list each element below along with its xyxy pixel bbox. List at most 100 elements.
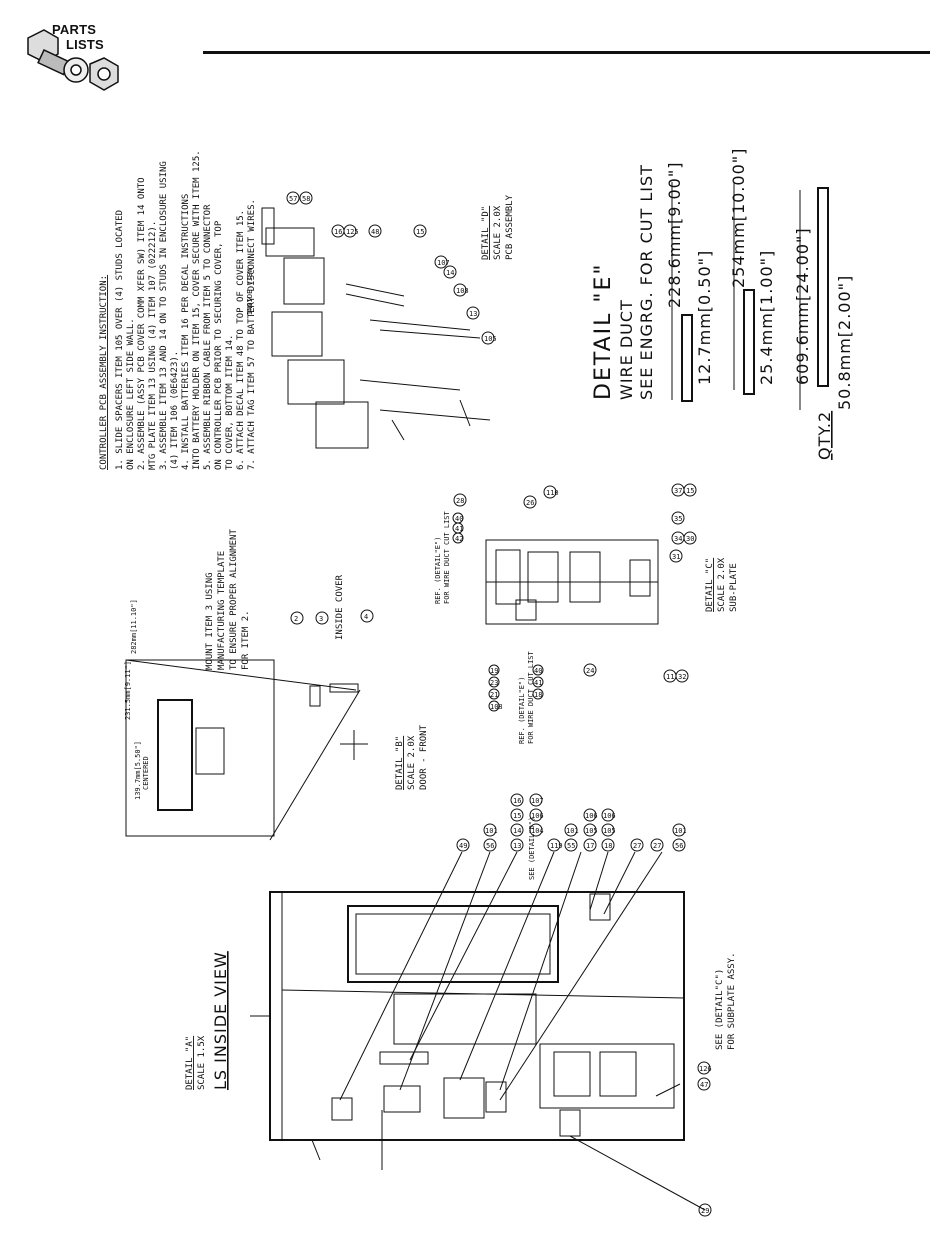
- duct-dim-3: 254mm[10.00"]: [729, 148, 748, 288]
- detail-b-drawing: 2 3 4 231.5mm[9.11"] 282mm[11.10"] 139.7…: [124, 529, 429, 841]
- instruction-line: 2. ASSEMBLE (ASSY PCB COVER COMM XFER SW…: [137, 177, 147, 470]
- callout: 13: [513, 842, 521, 850]
- bolt-washer-nut-icon: [27, 29, 119, 91]
- instruction-line: 3. ASSEMBLE ITEM 13 AND 14 ON TO STUDS I…: [159, 161, 169, 470]
- instruction-line: 5. ASSEMBLE RIBBON CABLE FROM ITEM 5 TO …: [203, 204, 213, 470]
- callout: 107: [437, 259, 450, 267]
- callout: 105: [484, 335, 497, 343]
- note-line: MANUFACTURING TEMPLATE: [217, 551, 227, 670]
- inside-view-label: INSIDE VIEW: [246, 268, 254, 315]
- see-detail-c: SEE (DETAIL"C") FOR SUBPLATE ASSY.: [715, 952, 737, 1050]
- callout: 16: [334, 228, 342, 236]
- badge-line-2: LISTS: [66, 37, 104, 52]
- ref-text: REF. (DETAIL"E"): [518, 677, 526, 744]
- detail-e-sub1: WIRE DUCT: [617, 299, 636, 400]
- detail-c-label: DETAIL "C" SCALE 2.0X SUB-PLATE: [705, 557, 739, 612]
- duct-dim-2: 12.7mm[0.50"]: [695, 250, 714, 385]
- dim-b-3: 139.7mm[5.50"]: [134, 741, 142, 800]
- badge-line-1: PARTS: [52, 22, 97, 37]
- detail-b-sub: DOOR - FRONT: [419, 724, 429, 790]
- dim-b-2: 282mm[11.10"]: [130, 599, 138, 654]
- callout: 17: [586, 842, 594, 850]
- callout: 16: [513, 797, 521, 805]
- note-line: MOUNT ITEM 3 USING: [205, 572, 215, 670]
- duct-dim-1: 228.6mm[9.00"]: [665, 162, 684, 308]
- assembly-instructions: CONTROLLER PCB ASSEMBLY INSTRUCTION: 1. …: [99, 150, 257, 470]
- callout: 105: [603, 827, 616, 835]
- callout: 15: [686, 487, 694, 495]
- ref-e-1: REF. (DETAIL"E") FOR WIRE DUCT CUT LIST: [434, 510, 451, 604]
- callout: 119: [550, 842, 563, 850]
- callout: 18: [604, 842, 612, 850]
- ref-text: FOR WIRE DUCT CUT LIST: [527, 650, 535, 744]
- detail-d-title: DETAIL "D": [481, 206, 491, 260]
- instruction-line: TO COVER, BOTTOM ITEM 14.: [225, 335, 235, 470]
- instruction-line: (4) ITEM 106 (0E6423).: [170, 351, 180, 470]
- callout: 40: [455, 515, 463, 523]
- qty-label: QTY.2: [815, 411, 834, 460]
- callout: 29: [701, 1207, 709, 1215]
- callout: 40: [534, 667, 542, 675]
- see-detail-d: SEE (DETAIL"D"): [528, 817, 536, 880]
- detail-e-title: DETAIL "E": [591, 263, 616, 401]
- callout: 23: [490, 679, 498, 687]
- callout: 14: [446, 269, 454, 277]
- instruction-line: INTO BATTERY HOLDER ON ITEM 15, COVER SE…: [192, 150, 202, 470]
- detail-b-note: MOUNT ITEM 3 USING MANUFACTURING TEMPLAT…: [205, 529, 251, 670]
- ref-e-2: REF. (DETAIL"E") FOR WIRE DUCT CUT LIST: [518, 650, 535, 744]
- callout: 48: [371, 228, 379, 236]
- callout: 31: [672, 553, 680, 561]
- callout: 28: [456, 497, 464, 505]
- note-line: TO ENSURE PROPER ALIGNMENT: [229, 529, 239, 670]
- callout: 104: [531, 827, 544, 835]
- callout: 32: [678, 673, 686, 681]
- dim-b-3b: CENTERED: [142, 756, 150, 790]
- callout: 105: [585, 827, 598, 835]
- callout: 41: [534, 679, 542, 687]
- callout: 49: [459, 842, 467, 850]
- callout: 110: [546, 489, 559, 497]
- callout: 106: [585, 812, 598, 820]
- callout: 34: [674, 535, 682, 543]
- callout: 58: [302, 195, 310, 203]
- callout: 18: [534, 691, 542, 699]
- detail-c-drawing: REF. (DETAIL"E") FOR WIRE DUCT CUT LIST …: [434, 483, 739, 744]
- instruction-line: 1. SLIDE SPACERS ITEM 105 OVER (4) STUDS…: [115, 210, 125, 470]
- detail-b-title: DETAIL "B": [395, 736, 405, 790]
- callout: 35: [674, 515, 682, 523]
- detail-b-callouts: 2 3 4: [290, 609, 374, 625]
- callout: 24: [586, 667, 594, 675]
- inside-cover-label: INSIDE COVER: [335, 574, 345, 640]
- detail-a-title: DETAIL "A": [185, 1036, 195, 1090]
- detail-b-label: DETAIL "B" SCALE 2.0X DOOR - FRONT: [395, 724, 429, 790]
- detail-c-scale: SCALE 2.0X: [717, 557, 727, 612]
- callout: 15: [416, 228, 424, 236]
- callout: 108: [490, 703, 503, 711]
- callout: 21: [490, 691, 498, 699]
- detail-d-label: DETAIL "D" SCALE 2.0X PCB ASSEMBLY: [481, 194, 515, 260]
- instruction-line: 6. ATTACH DECAL ITEM 48 TO TOP OF COVER …: [236, 210, 246, 470]
- dim-b-1: 231.5mm[9.11"]: [124, 661, 132, 720]
- callout: 13: [469, 310, 477, 318]
- detail-e-drawing: DETAIL "E" WIRE DUCT SEE ENGRG. FOR CUT …: [591, 148, 854, 460]
- instruction-line: 4. INSTALL BATTERIES ITEM 16 PER DECAL I…: [181, 194, 191, 470]
- instruction-line: ON ENCLOSURE LEFT SIDE WALL.: [126, 318, 136, 470]
- callout: 2: [294, 615, 298, 623]
- callout: 19: [490, 667, 498, 675]
- callout: 101: [566, 827, 579, 835]
- callout: 106: [531, 812, 544, 820]
- callout: 42: [455, 535, 463, 543]
- callout: 56: [486, 842, 494, 850]
- ref-text: FOR WIRE DUCT CUT LIST: [443, 510, 451, 604]
- callout: 41: [455, 525, 463, 533]
- duct-dim-6: 50.8mm[2.00"]: [835, 275, 854, 410]
- callout: 57: [289, 195, 297, 203]
- duct-dim-5: 609.6mm[24.00"]: [793, 227, 812, 385]
- detail-d-sub: PCB ASSEMBLY: [505, 194, 515, 260]
- callout: 101: [485, 827, 498, 835]
- detail-c-title: DETAIL "C": [705, 558, 715, 612]
- callout: 11: [666, 673, 674, 681]
- note-line: SEE (DETAIL"C"): [715, 969, 725, 1050]
- callout: 125: [346, 228, 359, 236]
